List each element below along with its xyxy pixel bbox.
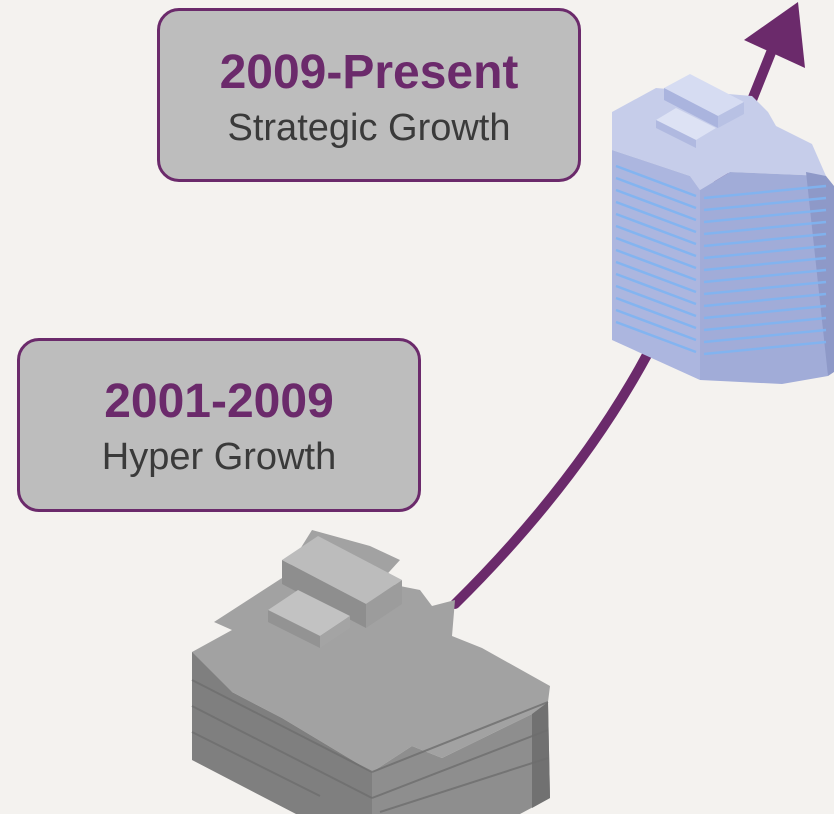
era-years: 2009-Present bbox=[219, 46, 519, 99]
skyscraper-icon bbox=[612, 74, 834, 384]
era-box-hyper-growth: 2001-2009 Hyper Growth bbox=[17, 338, 421, 512]
era-box-strategic-growth: 2009-Present Strategic Growth bbox=[157, 8, 581, 182]
old-building-icon bbox=[191, 530, 550, 814]
era-years: 2001-2009 bbox=[104, 375, 334, 428]
growth-arrow-line bbox=[450, 45, 777, 609]
era-label: Hyper Growth bbox=[101, 436, 337, 478]
growth-arrow-head bbox=[744, 2, 805, 68]
era-label: Strategic Growth bbox=[227, 107, 511, 149]
